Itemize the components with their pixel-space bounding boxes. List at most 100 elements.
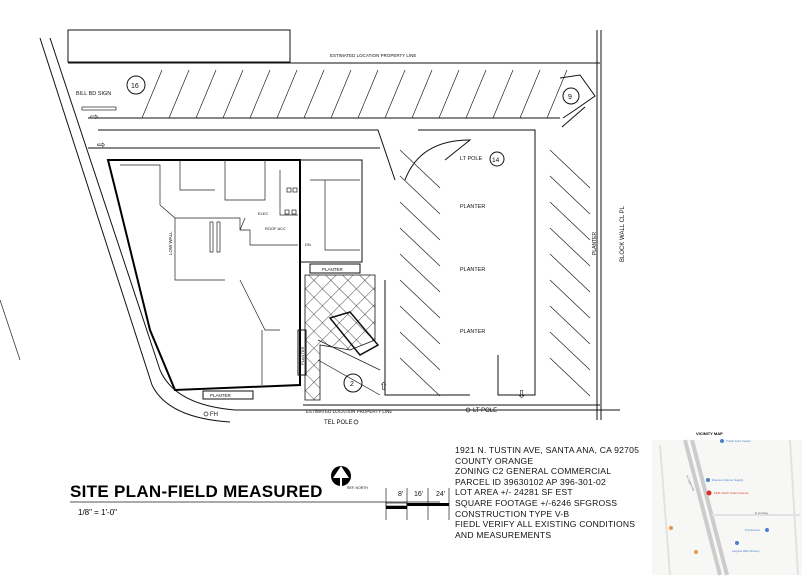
parking-stripe (399, 149, 441, 189)
parking-stripe (399, 253, 441, 293)
parking-stripe (399, 279, 441, 319)
scale-tick-label: 24' (436, 491, 445, 498)
planter-label: PLANTER (210, 393, 232, 398)
parking-stripe (141, 69, 163, 119)
parking-stripe (519, 69, 541, 119)
parking-stripe (549, 175, 591, 215)
parking-stripe (411, 69, 433, 119)
lt-pole-icon (465, 407, 471, 413)
fixture (292, 187, 298, 193)
parking-count: 16 (131, 83, 139, 90)
ramp (328, 311, 380, 356)
parking-stripe (357, 69, 379, 119)
drawing-scale: 1/8" = 1'-0" (78, 508, 118, 517)
scale-bar (385, 488, 450, 520)
parking-count-circle (562, 87, 580, 105)
planter-label: PLANTER (460, 204, 485, 210)
block-wall-label: BLOCK WALL CL PL (620, 205, 626, 262)
parking-stripe (399, 331, 441, 371)
parking-stripe (549, 253, 591, 293)
drive-lane-inner (98, 129, 396, 181)
parking-count-circle (343, 373, 363, 393)
elec-label: ELEC (258, 211, 269, 216)
building-annex (300, 159, 363, 263)
parking-stripe (249, 69, 271, 119)
street-curb-outer (39, 37, 231, 423)
roof-acc-label: ROOF ACC (265, 226, 286, 231)
lot-area-note: LOT AREA +/- 24281 SF EST (455, 487, 573, 498)
parking-count: 2 (350, 381, 354, 388)
parking-count: 9 (568, 94, 572, 101)
address-note: 1921 N. TUSTIN AVE, SANTA ANA, CA 92705 (455, 445, 640, 455)
fire-hydrant-icon (203, 411, 209, 417)
tel-pole-label: TEL POLE (324, 420, 352, 426)
scale-tick-label: 16' (414, 491, 423, 498)
arrow-right-icon: ⇨ (90, 112, 98, 123)
parking-stripe (399, 357, 441, 397)
parking-island (384, 129, 536, 396)
verify-note: FIEDL VERIFY ALL EXISTING CONDITIONS (455, 519, 636, 530)
fixture (286, 187, 292, 193)
parking-stripe (168, 69, 190, 119)
scale-tick-label: 8' (398, 491, 403, 498)
dn-label: DN (305, 242, 311, 247)
accessible-stall-lines (317, 339, 381, 396)
adjacent-lot (67, 29, 291, 63)
planter-label: PLANTER (592, 232, 598, 255)
parking-stripe (330, 69, 352, 119)
fixture (209, 221, 214, 253)
parking-count: 14 (492, 157, 500, 164)
parking-stripe (195, 69, 217, 119)
arrow-right-icon: ⇨ (97, 140, 105, 151)
verify-note-cont: AND MEASUREMENTS (455, 529, 552, 540)
street-curb-inner (49, 37, 620, 411)
parking-stripe (276, 69, 298, 119)
parking-stripe (399, 201, 441, 241)
fixture (284, 209, 290, 215)
parking-stripes-top (141, 69, 568, 119)
parking-count-circle (126, 75, 146, 95)
parking-stripe (549, 279, 591, 319)
zoning-note: ZONING C2 GENERAL COMMERCIAL (455, 466, 612, 477)
low-wall-label: LOW WALL (168, 231, 173, 255)
parking-island-curve (404, 139, 472, 181)
parking-stripe (222, 69, 244, 119)
planter (309, 263, 361, 274)
parking-stripe (492, 69, 514, 119)
planter (202, 390, 254, 400)
parking-stripes-right (399, 149, 591, 397)
fixture-marks (209, 187, 298, 253)
parking-stripe (399, 227, 441, 267)
north-arrow-icon (331, 466, 351, 486)
parking-stripe (549, 331, 591, 371)
corner-island (559, 74, 596, 128)
interior-walls (120, 160, 360, 385)
arrow-up-icon: ⇧ (379, 381, 388, 393)
building-outline (106, 159, 301, 392)
property-line-label: ESTIMATED LOCATION PROPERTY LINE (330, 53, 416, 58)
billboard-sign (81, 106, 117, 111)
parking-stripe (549, 227, 591, 267)
square-footage-note: SQUARE FOOTAGE +/-6246 SFGROSS (455, 497, 618, 508)
parking-stripe (546, 69, 568, 119)
billboard-label: BILL BD SIGN (76, 91, 111, 97)
tel-pole-icon (353, 419, 359, 425)
planter-label: PLANTER (322, 267, 344, 272)
north-label: REF. NORTH (347, 486, 368, 490)
parking-stripe (549, 201, 591, 241)
parking-stripe (549, 357, 591, 397)
parcel-note: PARCEL ID 39630102 AP 396-301-02 (455, 476, 607, 487)
project-notes: 1921 N. TUSTIN AVE, SANTA ANA, CA 92705 … (455, 445, 639, 540)
parking-stripe (549, 149, 591, 189)
parking-stripe (399, 175, 441, 215)
vicinity-map-title: VICINITY MAP (696, 431, 723, 436)
planter-label: PLANTER (460, 329, 485, 335)
lt-pole-label: LT POLE (473, 408, 497, 414)
fixture (216, 221, 221, 253)
construction-type-note: CONSTRUCTION TYPE V-B (455, 508, 570, 519)
planter-label: PLANTER (300, 346, 305, 365)
street-edge (0, 299, 21, 361)
drawing-title: SITE PLAN-FIELD MEASURED (70, 482, 323, 501)
county-note: COUNTY ORANGE (455, 455, 534, 466)
